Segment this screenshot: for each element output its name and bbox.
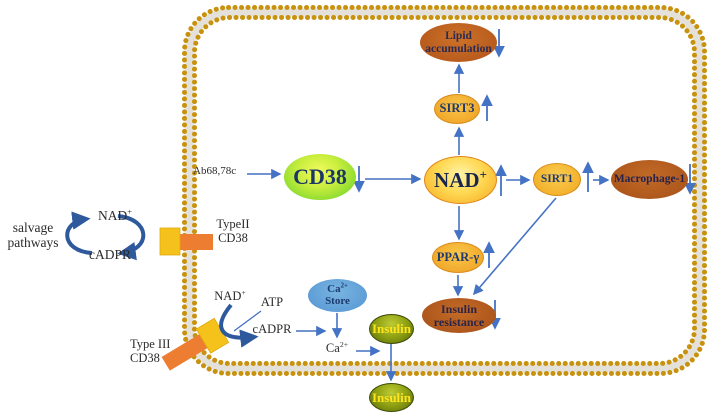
atp-label: ATP [260,295,284,309]
lipid-line2: accumulation [425,42,492,55]
ca-store-sup: 2+ [340,282,348,290]
ppar-node-label: PPAR-γ [436,249,480,264]
macrophage-node: Macrophage-1 [611,160,688,199]
type3-line1: Type III [130,337,171,351]
ca-ion-label: Ca2+ [317,339,357,356]
nad-bottom-sup: + [241,287,246,297]
salvage-pathways-label: salvage pathways [0,220,66,250]
nad-node-text: NAD [434,167,480,192]
cd38-node: CD38 [284,154,356,200]
sirt1-node: SIRT1 [533,163,581,196]
type2-cd38-protein [159,227,213,256]
nad-bottom-label: NAD+ [208,287,252,304]
insulin-resistance-line2: resistance [433,314,485,329]
cd38-node-label: CD38 [293,164,347,190]
sirt3-node: SIRT3 [434,94,480,124]
salvage-cycle-up-arrow [65,211,93,255]
antibody-label: Ab68,78c [193,165,237,177]
ca-store-text: Ca [327,282,341,295]
type2-cd38-head [159,227,181,256]
lipid-accumulation-node: Lipid accumulation [420,23,497,62]
type2-cd38-label: TypeII CD38 [208,217,258,245]
type3-line2: CD38 [130,350,160,365]
insulin-outer-label: Insulin [371,389,412,405]
nad-node-label: NAD+ [434,166,487,192]
cell-membrane [182,5,707,376]
insulin-inner-label: Insulin [371,321,412,337]
type2-line2: CD38 [218,230,248,245]
ppar-gamma-node: PPAR-γ [432,242,484,273]
nad-node: NAD+ [424,156,497,204]
nad-bottom-text: NAD [214,289,242,303]
sirt3-node-label: SIRT3 [439,101,475,116]
type2-line1: TypeII [216,217,250,231]
insulin-resistance-node: Insulin resistance [422,298,496,333]
ca-store-line2: Store [325,294,350,307]
membrane-gray-band [185,8,704,373]
insulin-intracellular-node: Insulin [369,314,414,344]
insulin-secreted-node: Insulin [369,383,414,412]
nad-extracellular-text: NAD [98,208,128,223]
ca-store-node: Ca2+ Store [308,279,367,312]
salvage-line2: pathways [7,234,59,250]
salvage-cycle-down-arrow [117,214,146,261]
type3-cd38-label: Type III CD38 [130,337,186,365]
nad-to-cadpr-curve-arrow [219,303,259,348]
membrane-outer-beads [182,5,707,376]
type3-cd38-protein [161,317,230,371]
atp-input-line [233,310,262,332]
cadpr-bottom-label: cADPR [252,322,292,336]
macrophage-node-label: Macrophage-1 [613,173,686,186]
arrow-sirt1-to-insulin-resistance [472,197,557,296]
ca-store-line1: Ca2+ [327,282,348,296]
cadpr-extracellular-label: cADPR [88,247,131,262]
nad-extracellular-sup: + [127,207,132,217]
lipid-line1: Lipid [445,30,472,43]
type3-cd38-stem [161,333,210,371]
insulin-resistance-line1: Insulin [440,301,478,316]
type2-cd38-stem [179,234,213,250]
nad-node-sup: + [479,166,487,182]
ca-ion-text: Ca [325,341,340,355]
salvage-line1: salvage [12,220,54,235]
nad-extracellular-label: NAD+ [92,207,138,224]
ca-ion-sup: 2+ [339,339,349,349]
sirt1-node-label: SIRT1 [540,173,574,186]
